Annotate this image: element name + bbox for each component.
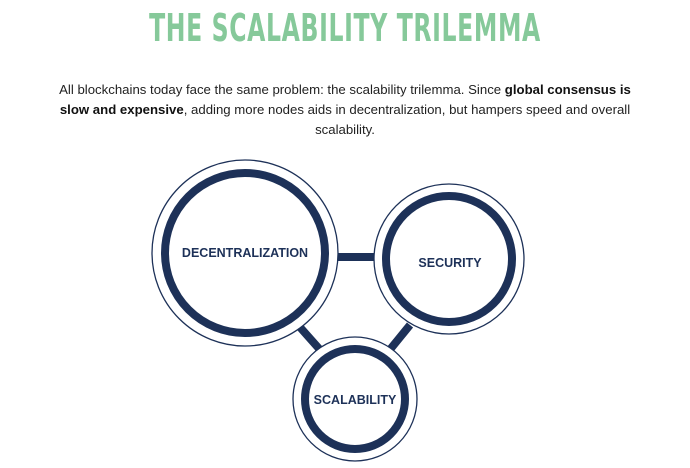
node-scalability: SCALABILITY (292, 336, 418, 462)
node-label-security: SECURITY (418, 256, 482, 270)
description-text-end: , adding more nodes aids in decentraliza… (183, 102, 631, 137)
connector-security-scalability (384, 322, 414, 355)
node-label-decentralization: DECENTRALIZATION (182, 246, 308, 260)
description-emphasis: global consensus is slow and expensive (59, 82, 631, 117)
page-title: THE SCALABILITY TRILEMMA (149, 6, 541, 50)
node-label-scalability: SCALABILITY (314, 393, 397, 407)
node-security: SECURITY (373, 183, 525, 335)
description-text-start: All blockchains today face the same prob… (59, 82, 505, 97)
node-decentralization: DECENTRALIZATION (151, 159, 339, 347)
connector-decentralization-scalability (295, 322, 325, 355)
description-paragraph: All blockchains today face the same prob… (50, 80, 640, 140)
